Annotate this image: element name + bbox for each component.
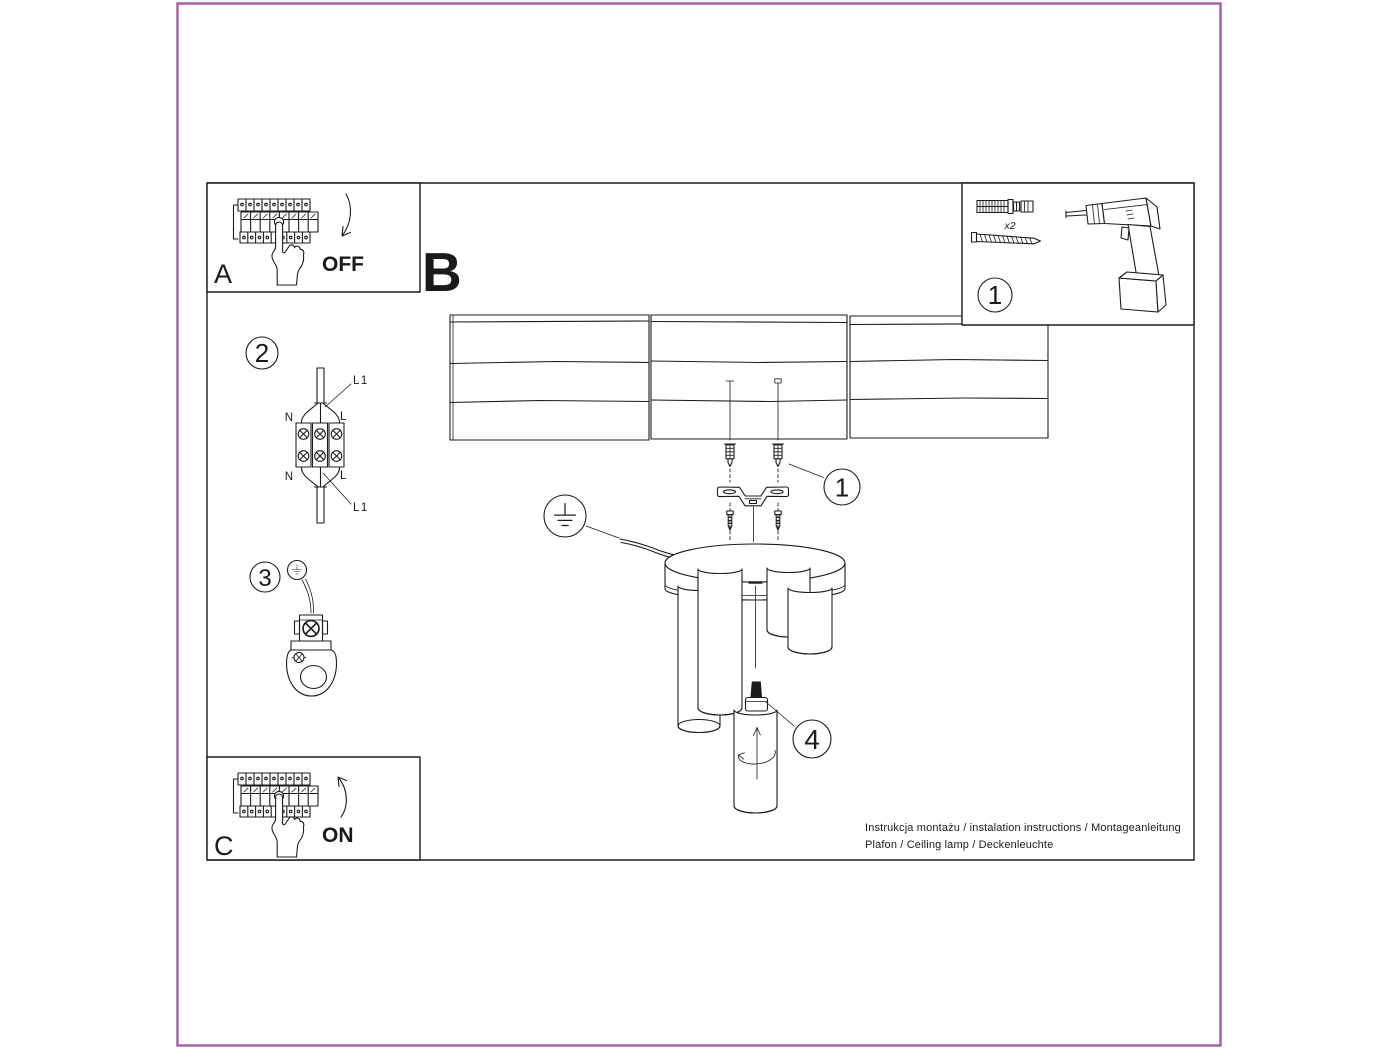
screw-icon — [970, 231, 1042, 245]
ground-wire — [301, 578, 314, 614]
callout-bulb-number: 4 — [804, 724, 820, 755]
step3-ground-terminal: 3 — [249, 559, 338, 697]
callout-bracket-number: 1 — [835, 473, 849, 503]
panel-a-label: A — [214, 259, 232, 289]
callout-wiring: 2 — [245, 336, 279, 370]
arrow-down-icon — [341, 193, 352, 237]
footer-line1: Instrukcja montażu / instalation instruc… — [865, 822, 1181, 834]
mounting-bracket — [716, 486, 790, 507]
supply-cable-bottom — [300, 466, 341, 524]
panel-a: A OFF — [206, 182, 421, 293]
arrow-up-icon — [337, 776, 348, 818]
rotation-arrow-icon — [737, 727, 776, 780]
shade-rotation — [733, 709, 778, 814]
label-l-bottom: L — [340, 470, 347, 482]
label-l1-top: L1 — [353, 375, 369, 387]
callout-bracket: 1 — [788, 463, 861, 506]
callout-ground-number: 3 — [258, 565, 271, 592]
mounting-bracket-assembly: 1 — [716, 443, 861, 543]
ground-bracket — [285, 640, 338, 697]
callout-wiring-number: 2 — [255, 338, 269, 368]
panel-c: C ON — [206, 756, 421, 861]
bulb-socket: 4 — [744, 585, 832, 759]
socket-icon — [744, 696, 769, 712]
panel-b-label: B — [422, 241, 462, 303]
callout-tools-number: 1 — [988, 280, 1002, 310]
label-l-top: L — [340, 411, 347, 423]
label-n-bottom: N — [285, 471, 293, 483]
supply-cable-top — [300, 367, 341, 424]
screw-quantity-label: x2 — [1003, 220, 1015, 232]
l1-leader-lines — [322, 383, 352, 505]
footer-line2: Plafon / Ceiling lamp / Deckenleuchte — [865, 839, 1053, 851]
label-n-top: N — [285, 412, 293, 424]
callout-ground: 3 — [249, 561, 281, 593]
panel-c-label: C — [214, 831, 234, 861]
lamp-shade — [733, 709, 778, 814]
label-l1-bottom: L1 — [353, 502, 369, 514]
terminal-block — [295, 422, 345, 468]
panel-tools: x2 1 — [961, 182, 1195, 326]
wall-plug-icon — [976, 198, 1034, 215]
pilot-hole-marks — [725, 378, 782, 441]
drill-icon — [1065, 197, 1167, 313]
panel-a-action: OFF — [322, 253, 364, 276]
step2-wiring-diagram: 2 L1 N L N L L1 — [245, 336, 369, 524]
lamp-tubes — [677, 567, 833, 734]
callout-bulb: 4 — [765, 701, 832, 759]
callout-tools: 1 — [977, 277, 1013, 313]
ground-screw-terminal — [293, 614, 329, 643]
footer-text: Instrukcja montażu / instalation instruc… — [865, 822, 1181, 851]
earth-icon — [286, 559, 308, 581]
panel-c-action: ON — [322, 824, 354, 847]
gu10-bulb-icon — [750, 681, 762, 697]
